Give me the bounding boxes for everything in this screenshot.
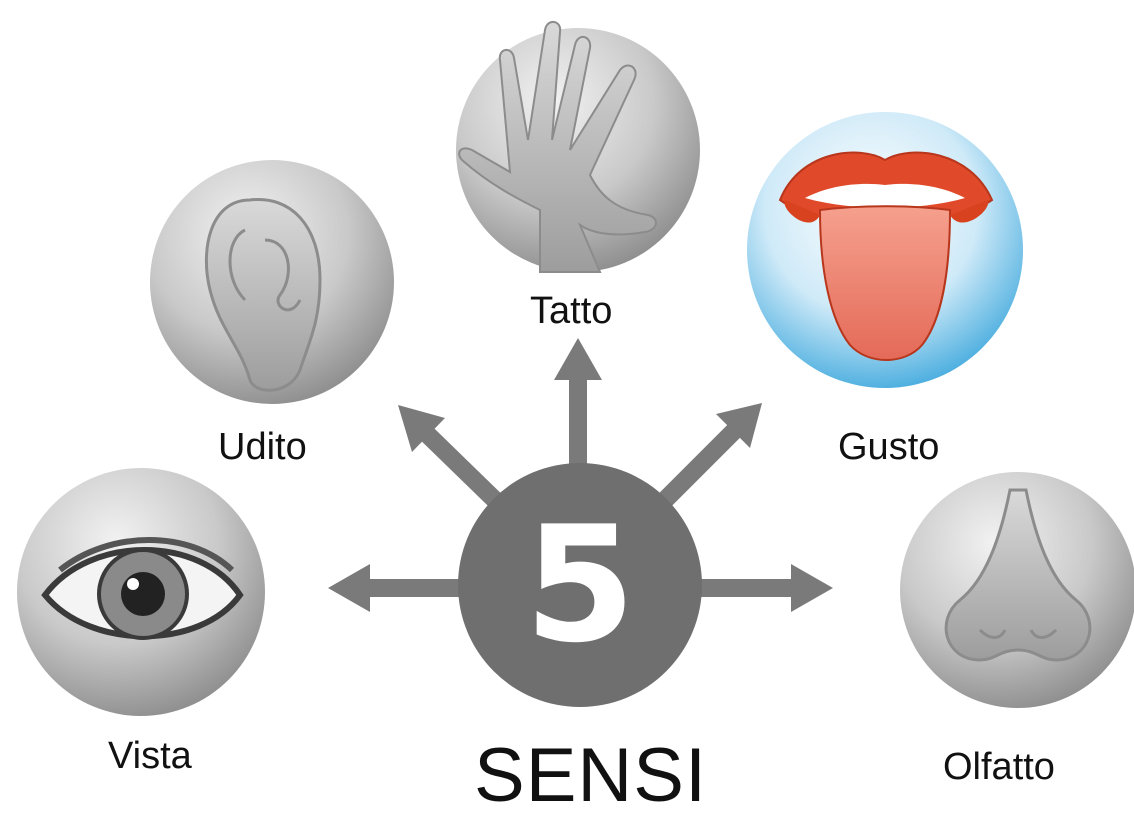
hub: 5 bbox=[458, 463, 702, 707]
label-tatto: Tatto bbox=[530, 290, 613, 332]
arrows bbox=[328, 338, 833, 612]
arrow-up-left bbox=[398, 405, 507, 512]
udito-disc bbox=[150, 160, 394, 404]
arrow-up-right bbox=[658, 403, 762, 507]
arrow-up bbox=[554, 338, 602, 470]
ear-icon bbox=[204, 197, 322, 392]
arrow-right bbox=[690, 564, 833, 612]
hub-number: 5 bbox=[524, 491, 635, 678]
label-vista: Vista bbox=[108, 735, 192, 777]
label-gusto: Gusto bbox=[838, 426, 940, 468]
arrow-left bbox=[328, 564, 470, 612]
gusto-disc bbox=[747, 112, 1023, 388]
hand-icon bbox=[458, 21, 657, 273]
label-olfatto: Olfatto bbox=[943, 746, 1055, 788]
eye-icon bbox=[41, 537, 244, 640]
page-title: SENSI bbox=[474, 733, 708, 818]
olfatto-disc bbox=[900, 472, 1134, 708]
tatto-disc bbox=[456, 21, 700, 273]
label-udito: Udito bbox=[218, 426, 307, 468]
mouth-tongue-icon bbox=[778, 151, 994, 361]
vista-disc bbox=[17, 468, 265, 716]
nose-icon bbox=[944, 488, 1092, 662]
